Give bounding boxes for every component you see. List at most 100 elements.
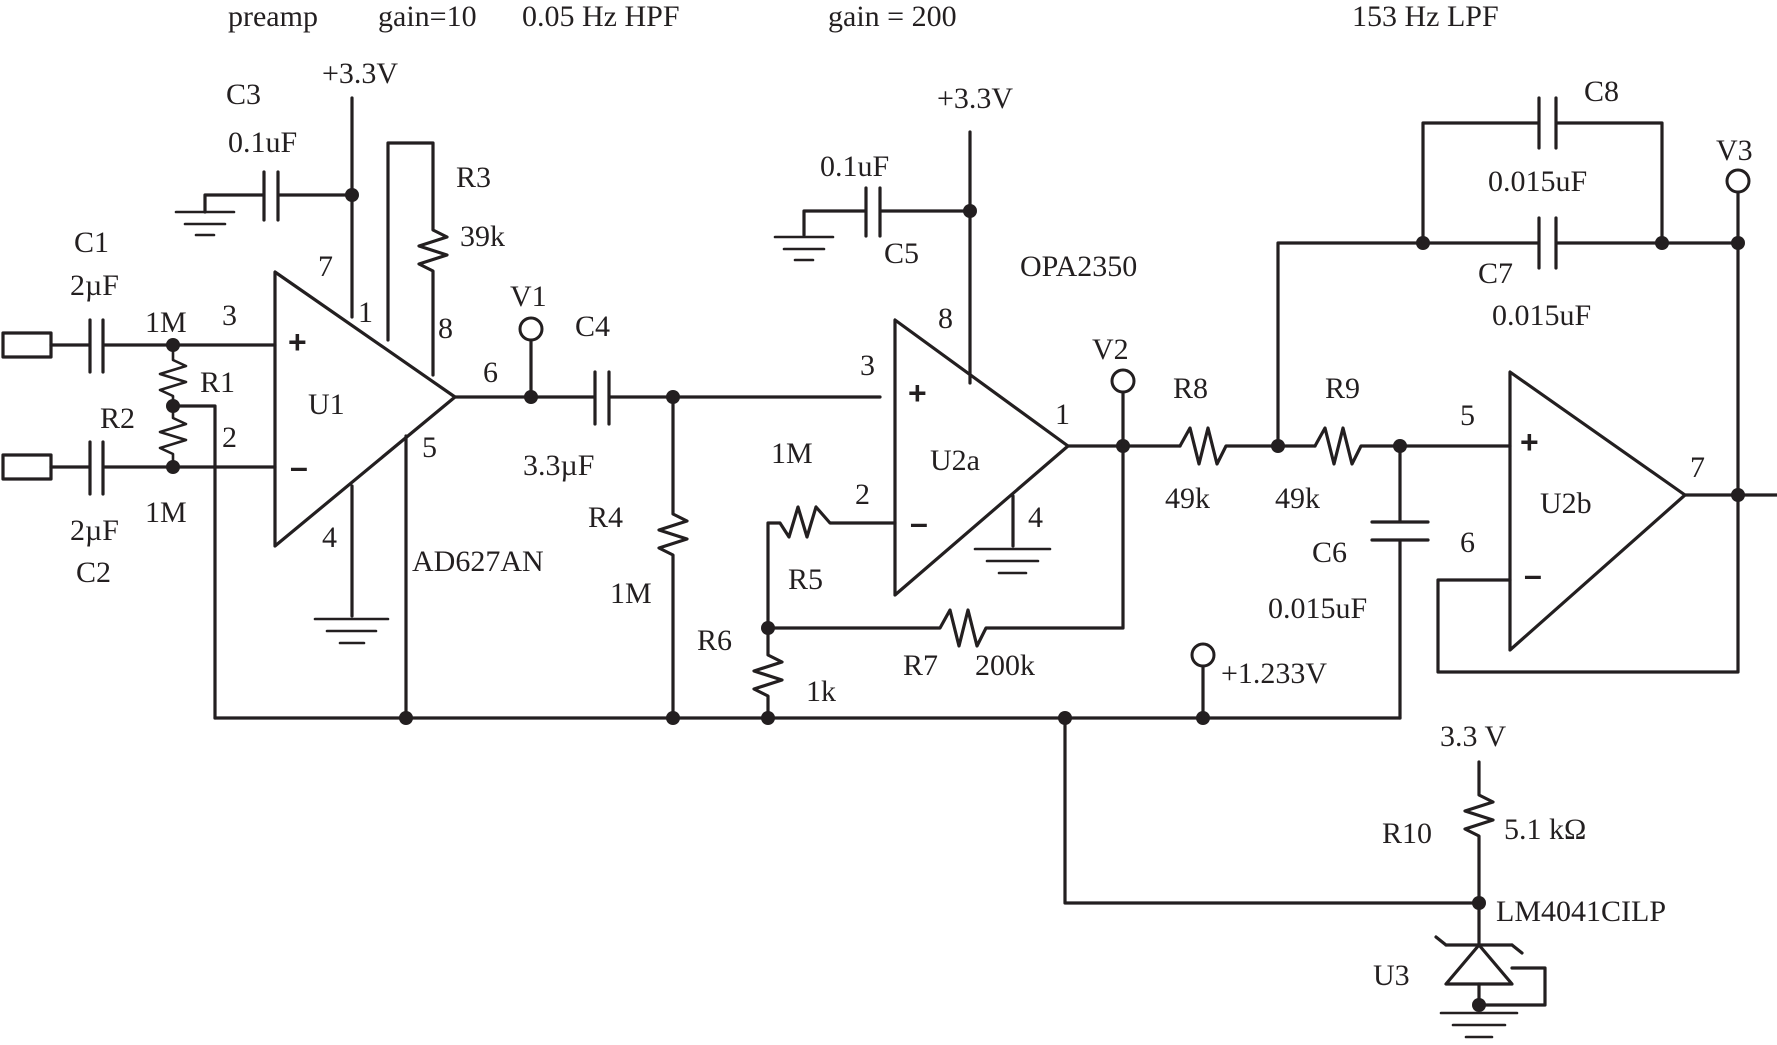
- c6-value: 0.015uF: [1268, 592, 1367, 625]
- stage-headings: preamp gain=10 0.05 Hz HPF gain = 200 15…: [228, 0, 1499, 33]
- amplifier-u2b: + – U2b 5 6 7: [1460, 370, 1705, 652]
- u2a-pin8: 8: [938, 302, 953, 335]
- r3-label: R3: [456, 161, 491, 194]
- u2-vcc-label: +3.3V: [937, 82, 1013, 115]
- u1-pin2: 2: [222, 421, 237, 454]
- u1-vcc-label: +3.3V: [322, 57, 398, 90]
- c4-value: 3.3µF: [523, 449, 594, 482]
- r8-label: R8: [1173, 372, 1208, 405]
- vref-test-point: [1190, 642, 1216, 668]
- u2a-minus-sign: –: [910, 505, 928, 541]
- u2a-pin4: 4: [1028, 501, 1043, 534]
- u1-pin8: 8: [438, 312, 453, 345]
- r8-value: 49k: [1165, 482, 1210, 515]
- u1-part-number: AD627AN: [412, 545, 544, 578]
- heading-hpf: 0.05 Hz HPF: [522, 0, 680, 33]
- heading-preamp: preamp: [228, 0, 318, 33]
- r5-value: 1M: [771, 437, 813, 470]
- lpf-network: R8 49k R9 49k C6 0.015uF C8 0.015uF C7 0…: [1165, 75, 1745, 720]
- c8-value: 0.015uF: [1488, 165, 1587, 198]
- u2a-ground: [973, 494, 1052, 575]
- c2-value: 2µF: [70, 514, 119, 547]
- c8-label: C8: [1584, 75, 1619, 108]
- r2-value: 1M: [145, 496, 187, 529]
- u1-pin6: 6: [483, 356, 498, 389]
- c5-value: 0.1uF: [820, 150, 889, 183]
- r9-value: 49k: [1275, 482, 1320, 515]
- c2-label: C2: [76, 556, 111, 589]
- u1-ground-icon: [313, 617, 390, 645]
- c1-value: 2µF: [70, 269, 119, 302]
- u2b-pin7: 7: [1690, 451, 1705, 484]
- v1-test-point: [518, 316, 544, 342]
- u3-part-number: LM4041CILP: [1496, 895, 1666, 928]
- v2-label: V2: [1092, 333, 1129, 366]
- u2b-label: U2b: [1540, 487, 1592, 520]
- r10-label: R10: [1382, 817, 1432, 850]
- c6-label: C6: [1312, 536, 1347, 569]
- c7-label: C7: [1478, 257, 1513, 290]
- resistor-r1-r2: 1M R1 R2 1M: [100, 306, 235, 720]
- u1-ground: [313, 484, 390, 645]
- u2b-minus-sign: –: [1524, 557, 1542, 593]
- u2a-output: V2: [1066, 333, 1182, 453]
- r2-label: R2: [100, 402, 135, 435]
- u2a-plus-sign: +: [908, 375, 927, 411]
- r1-value: 1M: [145, 306, 187, 339]
- u1-pin4: 4: [322, 521, 337, 554]
- r6-value: 1k: [806, 675, 836, 708]
- u2b-output: V3: [1436, 134, 1777, 674]
- u2-part-number: OPA2350: [1020, 250, 1137, 283]
- u2a-pin1: 1: [1055, 398, 1070, 431]
- hpf-stage: V1 C4 3.3µF R4 1M: [453, 280, 882, 720]
- zener-diode-icon: [1444, 943, 1514, 986]
- capacitor-c2: 2µF C2: [49, 440, 277, 589]
- u3-ground-icon: [1439, 1011, 1519, 1039]
- r6-label: R6: [697, 624, 732, 657]
- r4-label: R4: [588, 501, 623, 534]
- u1-supply: +3.3V C3 0.1uF: [174, 57, 398, 319]
- v3-label: V3: [1716, 134, 1753, 167]
- r1-label: R1: [200, 366, 235, 399]
- c5-ground-icon: [773, 235, 835, 262]
- v1-label: V1: [510, 280, 547, 313]
- u2b-pin5: 5: [1460, 399, 1475, 432]
- u2a-ground-icon: [973, 547, 1052, 575]
- u1-pin5: 5: [422, 431, 437, 464]
- amplifier-u2a: + – U2a OPA2350 3 2 8 1 4: [855, 250, 1137, 597]
- r10-value: 5.1 kΩ: [1504, 813, 1586, 846]
- heading-lpf: 153 Hz LPF: [1352, 0, 1499, 33]
- u2a-label: U2a: [930, 444, 980, 477]
- input-electrode-1: [1, 331, 53, 359]
- u2a-pin2: 2: [855, 478, 870, 511]
- u1-pin3: 3: [222, 299, 237, 332]
- v2-test-point: [1110, 368, 1136, 394]
- u1-minus-sign: –: [290, 449, 308, 485]
- input-electrode-2: [1, 453, 53, 481]
- resistor-r3: R3 39k: [386, 141, 505, 377]
- c3-label: C3: [226, 78, 261, 111]
- u2b-pin6: 6: [1460, 526, 1475, 559]
- u2b-plus-sign: +: [1520, 424, 1539, 460]
- r7-value: 200k: [975, 649, 1035, 682]
- u2a-feedback: 1M R5 R7 200k R6 1k: [697, 437, 1125, 720]
- c3-value: 0.1uF: [228, 126, 297, 159]
- u1-pin7: 7: [318, 250, 333, 283]
- u1-pin1: 1: [358, 296, 373, 329]
- ref-supply-label: 3.3 V: [1440, 720, 1506, 753]
- r5-label: R5: [788, 563, 823, 596]
- v3-test-point: [1725, 168, 1751, 194]
- r4-value: 1M: [610, 577, 652, 610]
- u1-label: U1: [308, 388, 345, 421]
- heading-gain10: gain=10: [378, 0, 477, 33]
- c1-label: C1: [74, 226, 109, 259]
- reference-bus: +1.233V: [213, 642, 1402, 725]
- heading-gain200: gain = 200: [828, 0, 957, 33]
- amplifier-u1: + – U1 AD627AN 3 2 7 1 8 6 5 4: [222, 250, 544, 578]
- c3-ground-icon: [174, 210, 236, 237]
- c5-label: C5: [884, 237, 919, 270]
- r9-label: R9: [1325, 372, 1360, 405]
- c7-value: 0.015uF: [1492, 299, 1591, 332]
- u3-label: U3: [1373, 959, 1410, 992]
